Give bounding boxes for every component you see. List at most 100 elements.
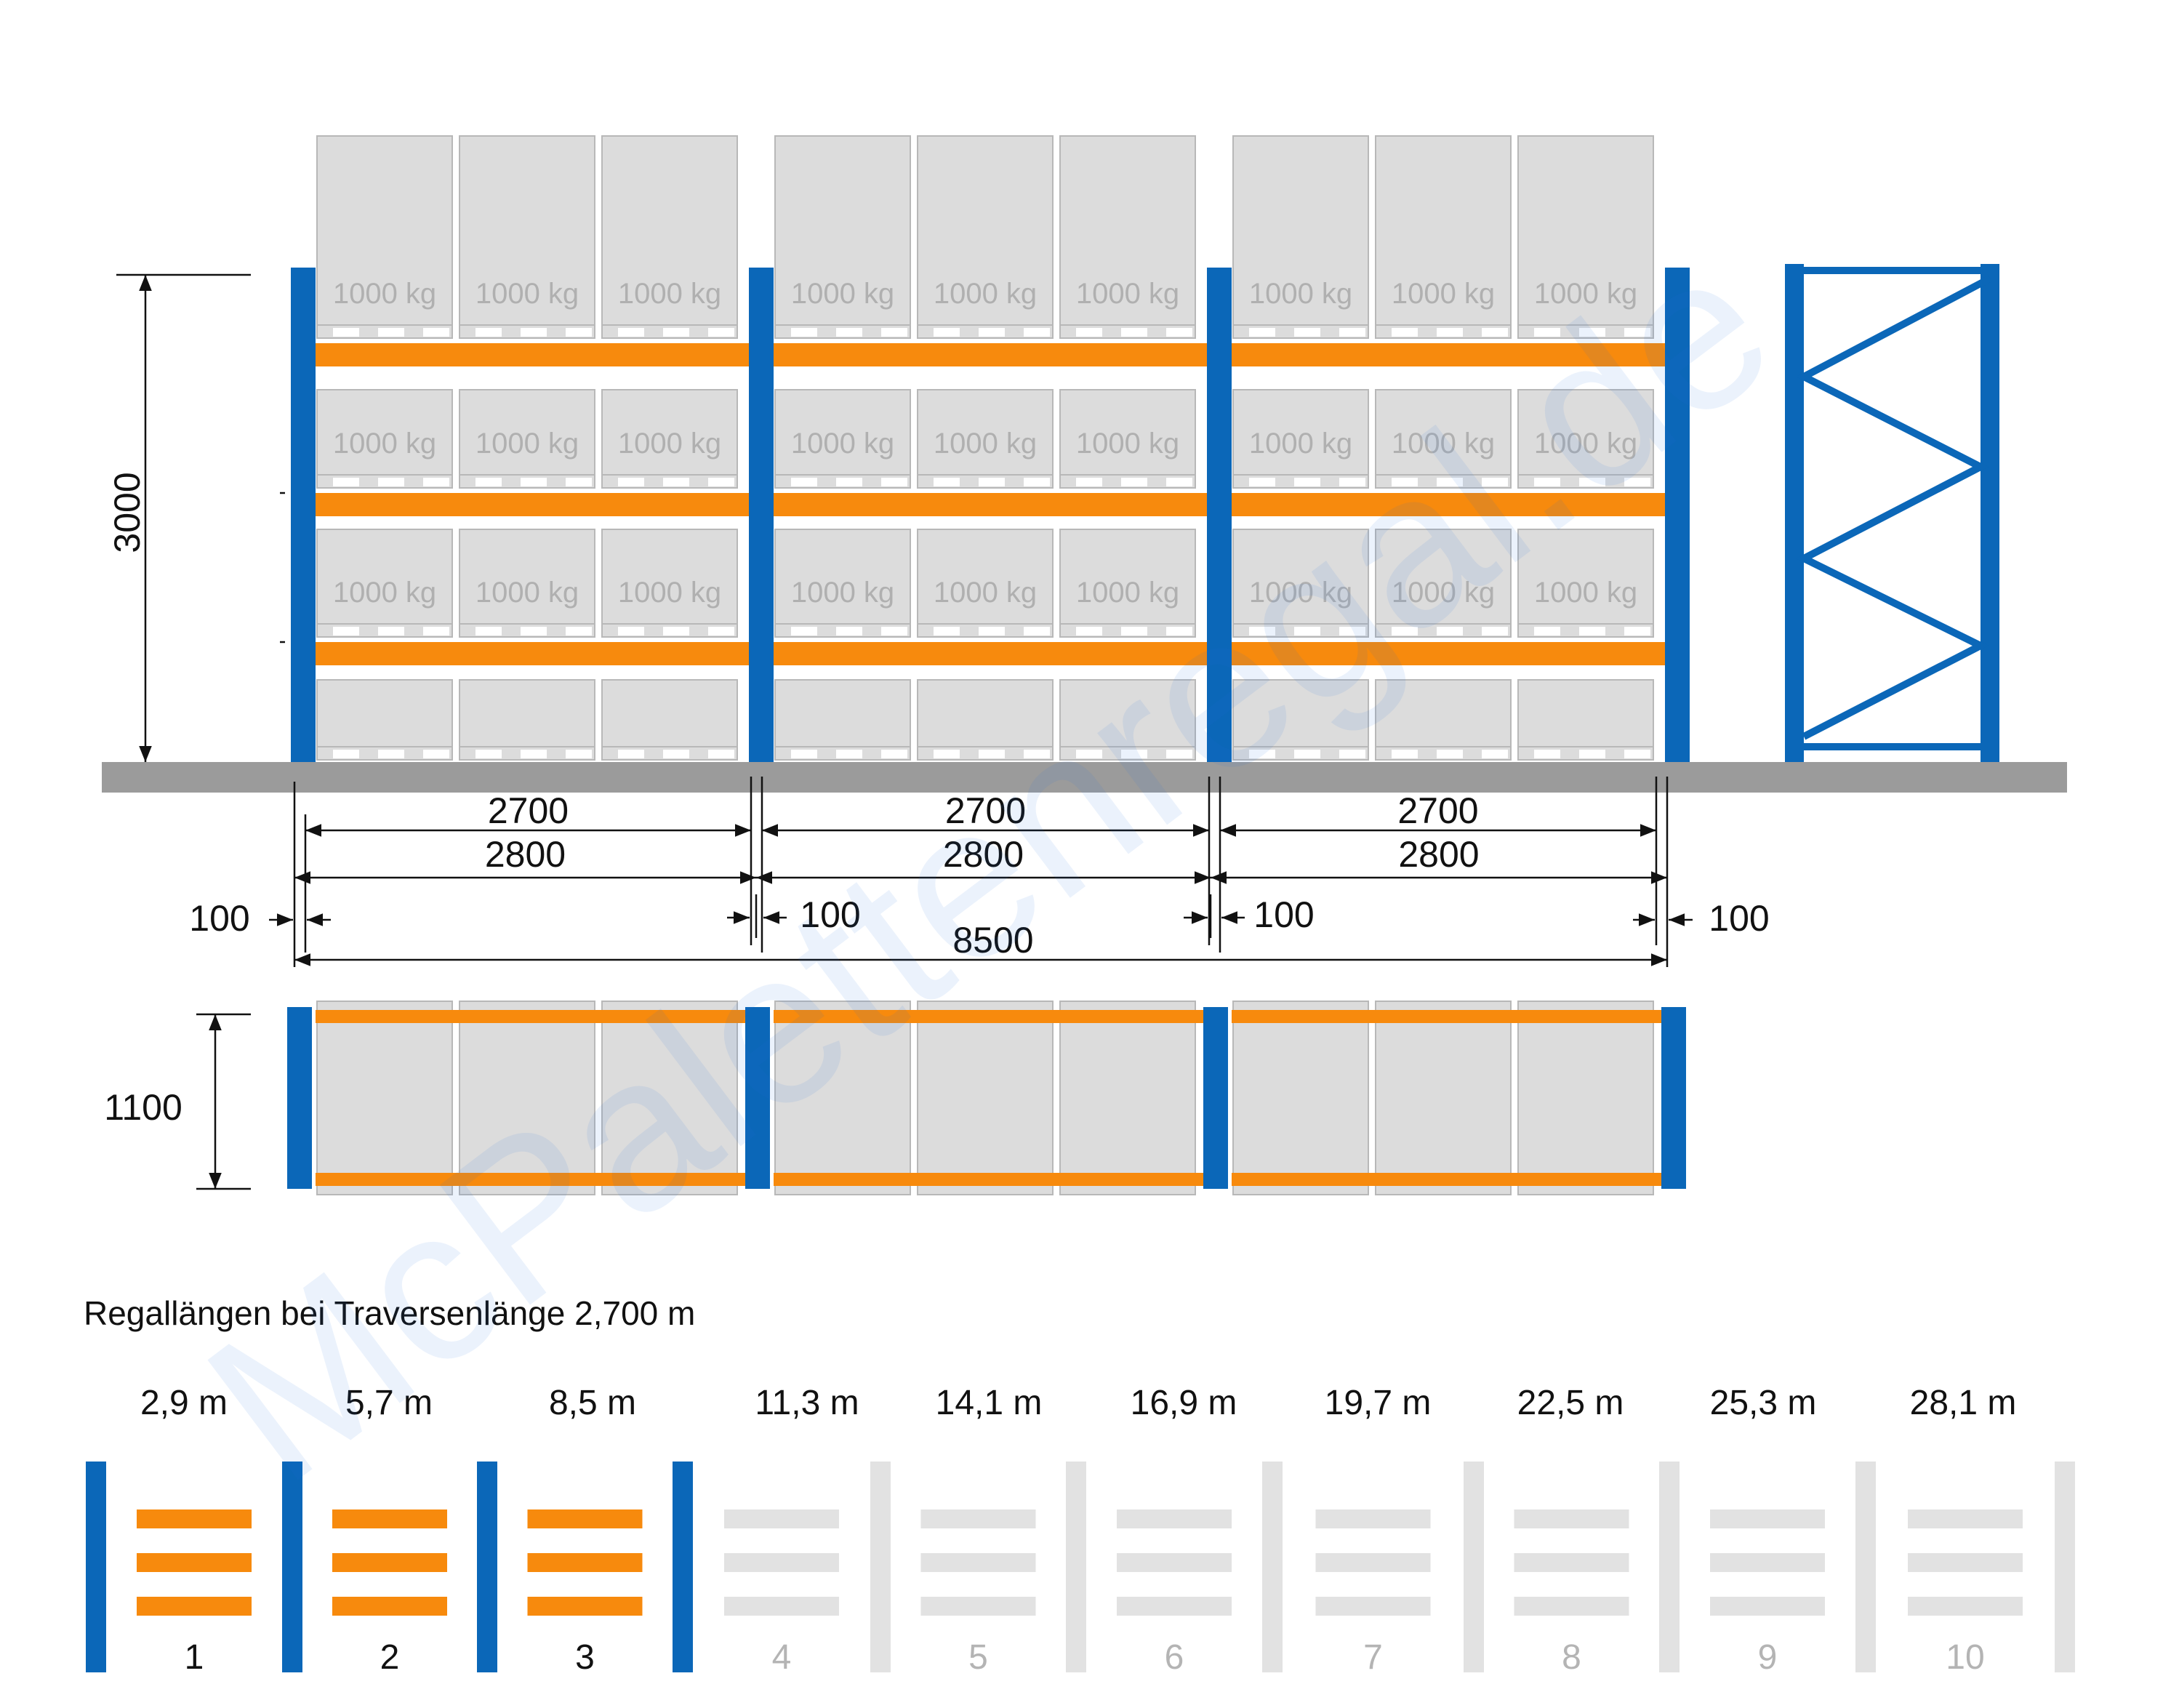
rack-length-value: 8,5 m	[549, 1384, 636, 1422]
pallet-load	[917, 529, 1054, 625]
rack-bay-count: 6	[1165, 1638, 1184, 1677]
length-beam-inactive	[920, 1553, 1036, 1572]
pallet-gap	[1294, 750, 1320, 758]
pallet-gap	[663, 627, 689, 636]
length-post-inactive	[2055, 1462, 2075, 1672]
pallet-top-view	[1059, 1001, 1196, 1195]
pallet-load	[774, 679, 911, 747]
length-beam-inactive	[724, 1509, 839, 1528]
pallet-load	[1059, 679, 1196, 747]
pallet-top-view	[1232, 1001, 1369, 1195]
pallet-gap	[1294, 627, 1320, 636]
pallet-gap	[1392, 328, 1418, 337]
beam	[1232, 493, 1665, 516]
length-post-inactive	[1464, 1462, 1484, 1672]
pallet-load	[459, 529, 595, 625]
pallet-gap	[1534, 328, 1560, 337]
pallet-gap	[1579, 478, 1605, 486]
length-post-inactive	[1659, 1462, 1680, 1672]
pallet-gap	[1024, 627, 1050, 636]
pallet-load-label: 1000 kg	[1249, 428, 1352, 460]
pallet-load	[1232, 135, 1369, 326]
pallet-load-label: 1000 kg	[934, 278, 1037, 310]
pallet-gap	[1294, 478, 1320, 486]
rack-length-value: 14,1 m	[936, 1384, 1043, 1422]
pallet-load-label: 1000 kg	[791, 428, 894, 460]
pallet-gap	[566, 750, 592, 758]
pallet-gap	[979, 328, 1005, 337]
pallet-load-label: 1000 kg	[618, 577, 721, 609]
upright-frame-side-view	[1785, 264, 1999, 762]
pallet-gap	[1624, 627, 1650, 636]
pallet-gap	[618, 750, 644, 758]
length-beam-active	[137, 1553, 252, 1572]
pallet-load-label: 1000 kg	[1076, 577, 1179, 609]
length-post-inactive	[1262, 1462, 1283, 1672]
pallet-load	[917, 389, 1054, 476]
beam	[316, 493, 749, 516]
pallet-load-label: 1000 kg	[791, 577, 894, 609]
total-length-label: 8500	[952, 920, 1033, 961]
pallet-gap	[1166, 627, 1192, 636]
pallet-gap	[708, 750, 734, 758]
pallet-load-label: 1000 kg	[934, 428, 1037, 460]
pallet-load	[1059, 389, 1196, 476]
pallet-gap	[475, 627, 502, 636]
length-beam-active	[332, 1509, 447, 1528]
rack-length-value: 5,7 m	[345, 1384, 433, 1422]
pallet-load-label: 1000 kg	[1392, 428, 1495, 460]
pallet-gap	[1121, 478, 1147, 486]
upright	[1665, 268, 1690, 762]
pallet-gap	[1121, 750, 1147, 758]
beam-top-view	[774, 1173, 1207, 1186]
pallet-gap	[1392, 478, 1418, 486]
rack-length-value: 25,3 m	[1710, 1384, 1817, 1422]
pallet-gap	[378, 627, 404, 636]
beam-top-view	[316, 1173, 749, 1186]
pallet-load	[459, 679, 595, 747]
pallet-load	[1375, 135, 1512, 326]
length-beam-inactive	[1117, 1553, 1232, 1572]
pallet-gap	[1121, 328, 1147, 337]
rack-length-value: 28,1 m	[1910, 1384, 2017, 1422]
pallet-gap	[1624, 478, 1650, 486]
pallet-top-view	[459, 1001, 595, 1195]
pallet-load	[1375, 529, 1512, 625]
length-beam-inactive	[1117, 1509, 1232, 1528]
pallet-gap	[1624, 750, 1650, 758]
beam	[774, 642, 1207, 665]
rack-bay-count: 4	[772, 1638, 792, 1677]
gap-dimension-label: 100	[1253, 894, 1314, 935]
bay-length-label: 2800	[1398, 834, 1479, 875]
height-dimension-label: 3000	[107, 472, 148, 553]
length-beam-active	[527, 1597, 643, 1616]
pallet-gap	[618, 627, 644, 636]
length-beam-active	[527, 1553, 643, 1572]
pallet-gap	[1482, 328, 1508, 337]
length-beam-inactive	[1710, 1509, 1825, 1528]
pallet-gap	[979, 750, 1005, 758]
pallet-top-view	[1375, 1001, 1512, 1195]
rack-bay-count: 7	[1363, 1638, 1383, 1677]
pallet-gap	[1437, 328, 1463, 337]
pallet-load	[1232, 529, 1369, 625]
length-beam-active	[527, 1509, 643, 1528]
beam-top-view	[316, 1010, 749, 1023]
pallet-gap	[836, 627, 862, 636]
beam-length-label: 2700	[945, 790, 1026, 831]
gap-dimension-label: 100	[1709, 898, 1769, 939]
beam	[1232, 343, 1665, 366]
pallet-gap	[1166, 478, 1192, 486]
pallet-gap	[333, 627, 359, 636]
pallet-gap	[1534, 627, 1560, 636]
length-beam-inactive	[920, 1597, 1036, 1616]
pallet-top-view	[917, 1001, 1054, 1195]
pallet-gap	[934, 328, 960, 337]
beam	[1232, 642, 1665, 665]
pallet-gap	[1121, 627, 1147, 636]
rack-bay-count: 10	[1946, 1638, 1984, 1677]
pallet-load-label: 1000 kg	[1534, 577, 1637, 609]
pallet-top-view	[1517, 1001, 1654, 1195]
